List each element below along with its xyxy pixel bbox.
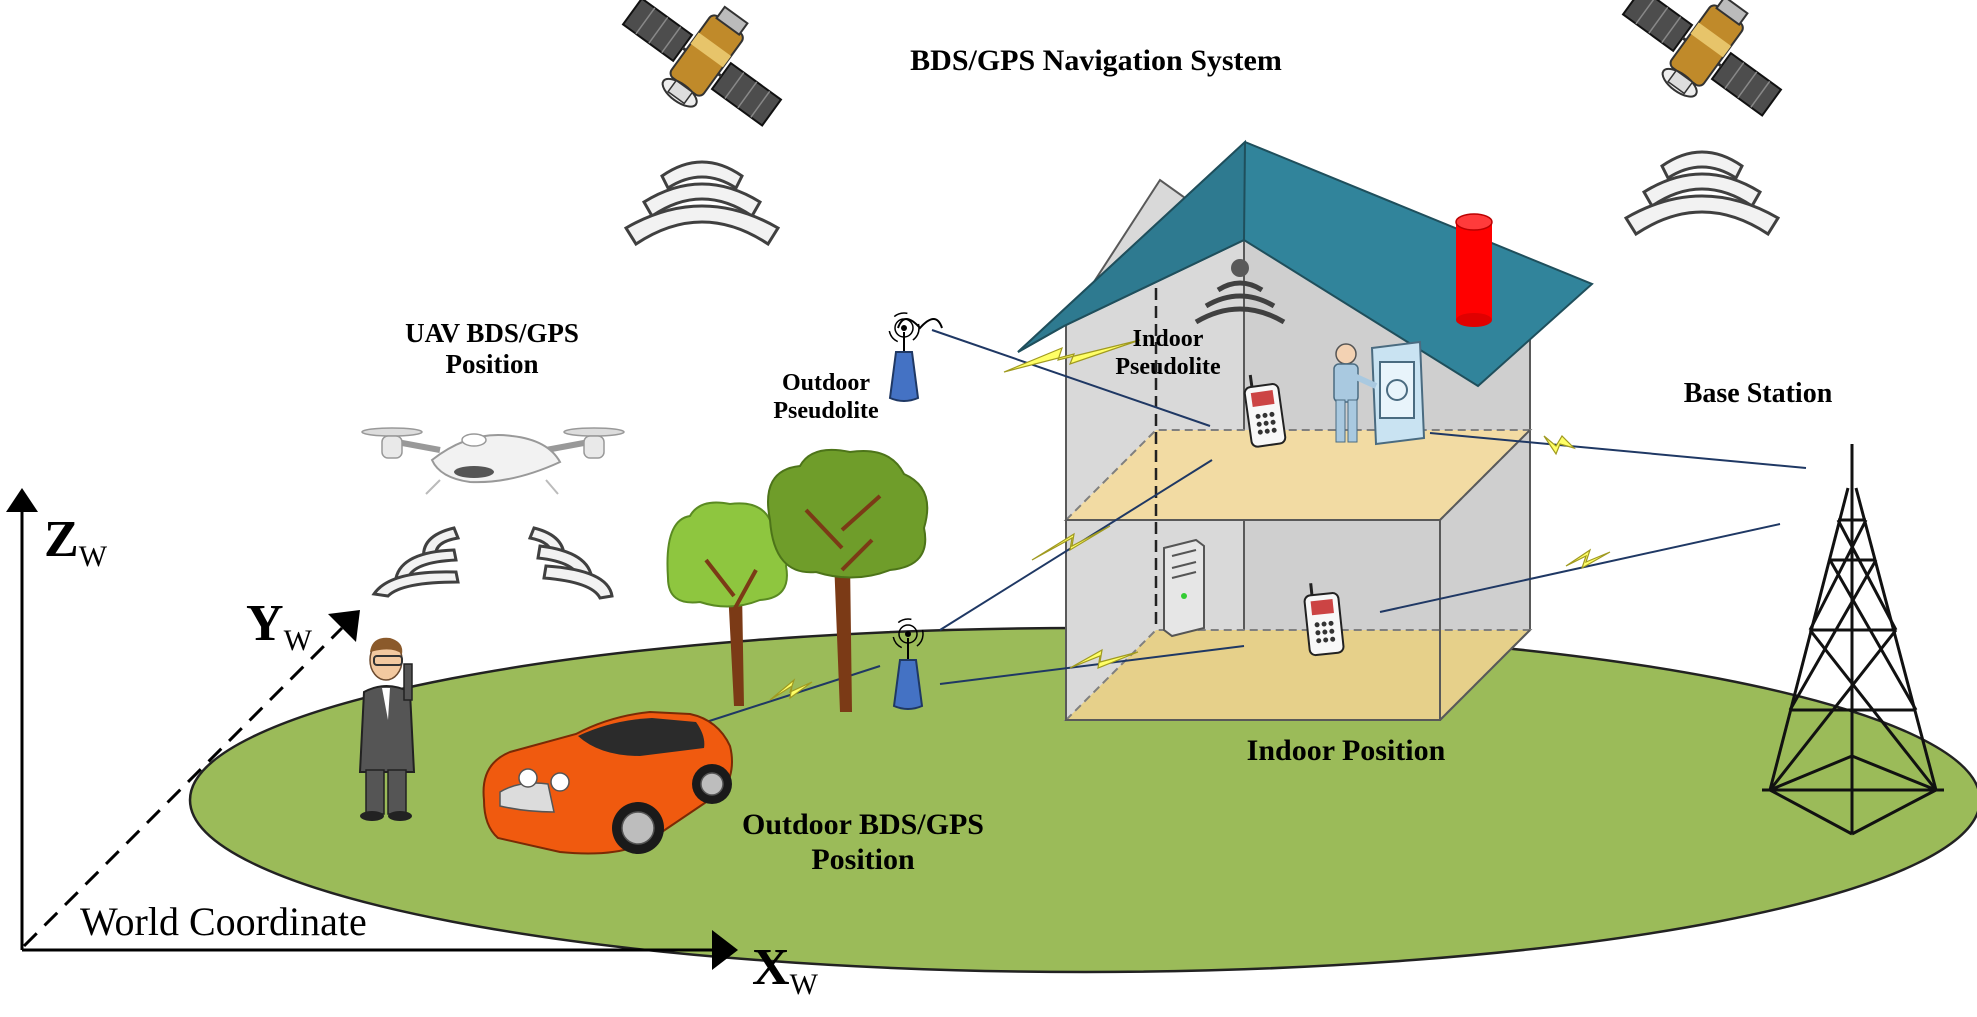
- satellite-signal-waves-icon: [1623, 150, 1781, 237]
- y-axis-letter: YW: [246, 595, 313, 657]
- mobile-phone-icon: [1243, 374, 1287, 448]
- outdoor-position-label: Outdoor BDS/GPS Position: [741, 808, 984, 876]
- technician-icon: [1333, 343, 1378, 443]
- house: [1017, 139, 1594, 721]
- indoor-pseudolite-label: Indoor Pseudolite: [1115, 326, 1221, 380]
- satellite-icon: [1621, 0, 1783, 117]
- outdoor-pseudolite-icon: [892, 618, 924, 710]
- diagram-title: BDS/GPS Navigation System: [910, 44, 1282, 77]
- chimney: [1455, 213, 1493, 327]
- world-axes: [6, 488, 738, 970]
- base-station-label: Base Station: [1683, 378, 1833, 409]
- satellite-icon: [621, 0, 783, 127]
- tree-icon: [767, 448, 929, 712]
- satellite-signal-waves-icon: [623, 160, 781, 247]
- server-cabinet-icon: [1163, 538, 1205, 638]
- mobile-phone-icon: [1303, 583, 1345, 657]
- outdoor-pseudolite-icon: [888, 312, 943, 402]
- terminal-box-icon: [1370, 340, 1426, 446]
- x-axis-letter: XW: [752, 939, 819, 1001]
- z-axis-letter: ZW: [44, 511, 108, 573]
- world-coordinate-label: World Coordinate: [80, 899, 367, 944]
- y-axis-arrowhead: [328, 610, 360, 642]
- z-axis-arrowhead: [6, 488, 38, 512]
- car-icon: [482, 710, 733, 855]
- uav-position-label: UAV BDS/GPS Position: [405, 318, 579, 380]
- indoor-pseudolite-signal-icon: [1194, 259, 1286, 325]
- person-icon: [358, 637, 416, 821]
- outdoor-pseudolite-label: Outdoor Pseudolite: [773, 370, 879, 424]
- x-axis-arrowhead: [712, 930, 738, 970]
- uav-signal-waves-icon: [371, 526, 614, 600]
- lightning-bolts: [769, 339, 1611, 701]
- uav-drone-icon: [361, 427, 625, 495]
- indoor-position-label: Indoor Position: [1246, 734, 1446, 767]
- base-station-tower-icon: [1762, 444, 1944, 836]
